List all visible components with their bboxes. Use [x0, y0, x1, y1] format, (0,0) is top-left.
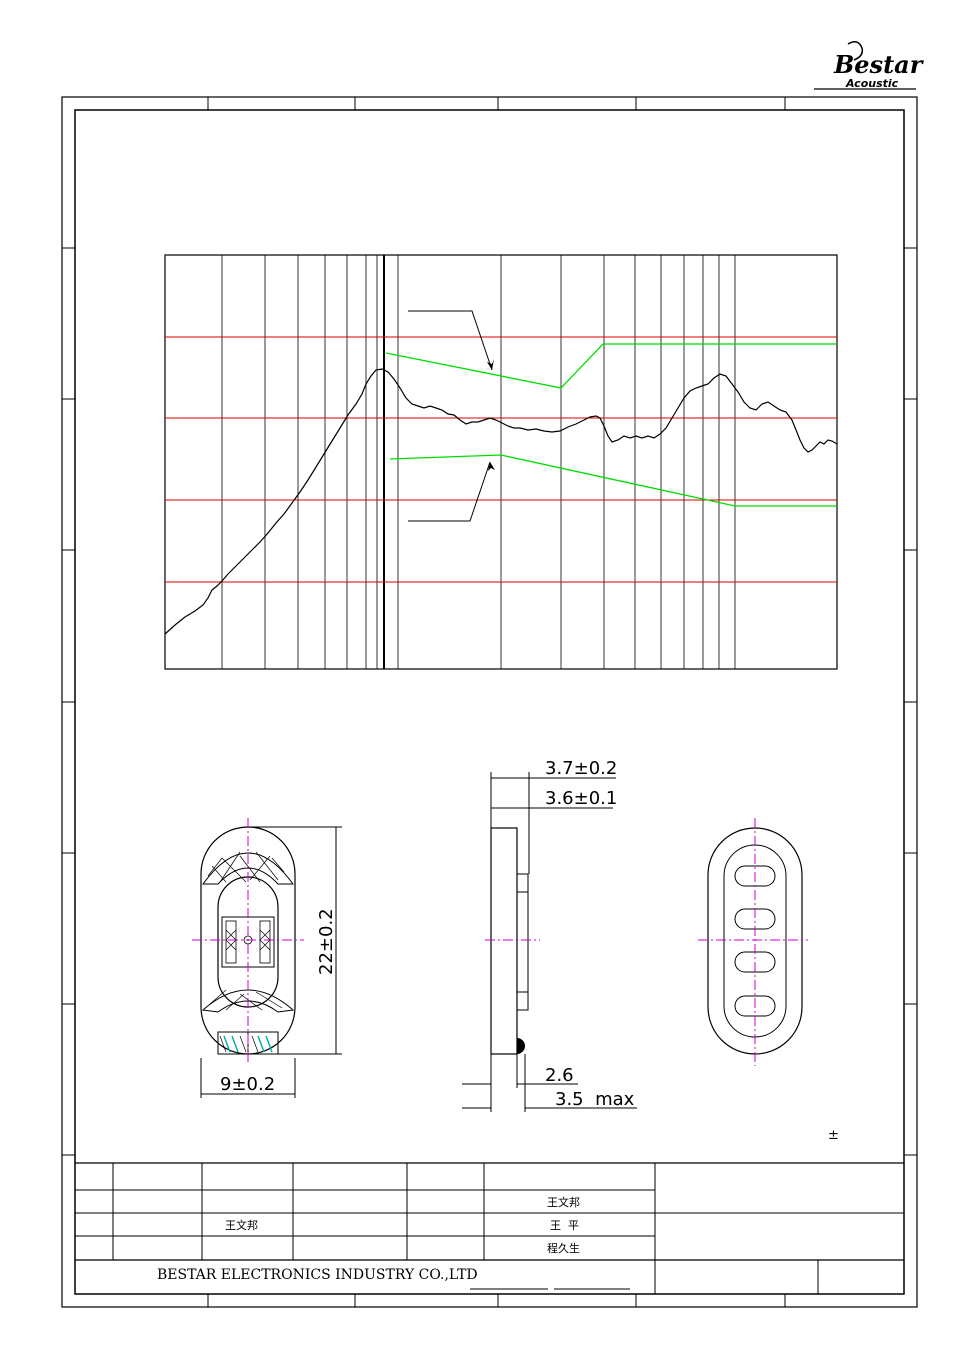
checker-name: 王 平 — [550, 1219, 579, 1232]
chart-horizontal-grid — [165, 336, 837, 583]
tolerance-mark: ± — [828, 1128, 839, 1143]
response-curve — [164, 368, 838, 635]
lower-limit-line — [389, 454, 837, 507]
chart-vertical-grid — [221, 255, 736, 669]
designer-name: 王文邦 — [225, 1218, 258, 1232]
logo-subtext: Acoustic — [845, 77, 899, 90]
frequency-response-chart — [164, 254, 838, 670]
sheet-frame — [61, 96, 918, 1308]
overall-thickness-label: 3.7±0.2 — [545, 758, 617, 779]
upper-limit-leader — [408, 310, 493, 371]
length-dimension-label: 22±0.2 — [316, 908, 337, 975]
logo-text: Bestar — [833, 50, 925, 79]
upper-limit-line — [385, 343, 837, 389]
company-name: BESTAR ELECTRONICS INDUSTRY CO.,LTD — [157, 1267, 478, 1283]
drawn-by-name: 王文邦 — [547, 1195, 580, 1209]
terminal-dimension-label: 2.6 — [545, 1065, 574, 1086]
bestar-logo: Bestar Acoustic — [814, 41, 925, 90]
rear-view — [698, 818, 808, 1066]
front-view: 22±0.2 9±0.2 — [192, 818, 342, 1098]
width-dimension-label: 9±0.2 — [220, 1074, 275, 1095]
max-height-label: 3.5 max — [555, 1089, 635, 1110]
lower-limit-leader — [408, 461, 491, 522]
title-block — [75, 1162, 904, 1294]
approver-name: 程久生 — [547, 1241, 580, 1255]
body-thickness-label: 3.6±0.1 — [545, 788, 617, 809]
side-view: 3.7±0.2 3.6±0.1 2.6 3.5 max — [462, 758, 637, 1112]
